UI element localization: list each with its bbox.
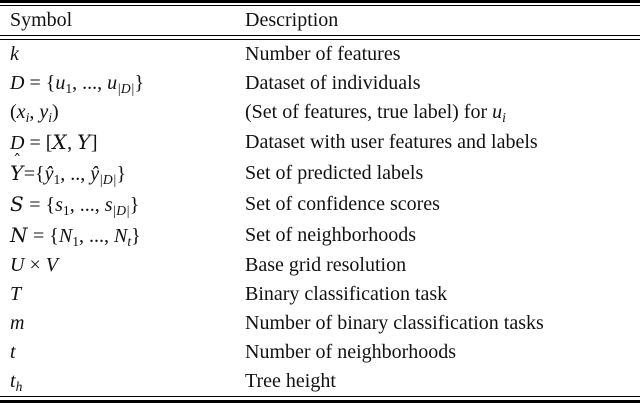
- table-row: m Number of binary classification tasks: [0, 309, 640, 338]
- symbol-cell: m: [10, 312, 25, 334]
- description-cell: Number of binary classification tasks: [245, 312, 544, 334]
- symbol-cell: T: [10, 283, 22, 305]
- table-row: T Binary classification task: [0, 280, 640, 309]
- description-cell: Set of neighborhoods: [245, 224, 417, 246]
- bottom-rule-thin: [0, 396, 640, 397]
- table-header-row: Symbol Description: [0, 7, 640, 34]
- table-row: U × V Base grid resolution: [0, 251, 640, 280]
- symbol-cell: (xi, yi): [10, 101, 59, 126]
- description-cell: Number of features: [245, 43, 401, 65]
- description-cell: Dataset of individuals: [245, 72, 421, 94]
- header-rule-2: [0, 39, 640, 40]
- symbol-cell: D = {u1, ..., u|D|}: [10, 72, 145, 97]
- top-rule-thick: [0, 0, 640, 3]
- column-header-description: Description: [245, 9, 339, 31]
- description-cell: Base grid resolution: [245, 254, 407, 276]
- symbol-cell: D = [X, Y]: [10, 130, 98, 154]
- description-cell: Number of neighborhoods: [245, 341, 457, 363]
- description-cell: Set of confidence scores: [245, 193, 440, 215]
- table-row: th Tree height: [0, 367, 640, 396]
- description-cell: Binary classification task: [245, 283, 448, 305]
- description-cell: Dataset with user features and labels: [245, 131, 538, 153]
- description-cell: Tree height: [245, 370, 336, 392]
- table-row: N = {N1, ..., Nt} Set of neighborhoods: [0, 220, 640, 251]
- symbol-cell: N = {N1, ..., Nt}: [10, 223, 141, 250]
- header-rule-1: [0, 35, 640, 36]
- description-cell: (Set of features, true label) for ui: [245, 101, 506, 126]
- table-row: D = [X, Y] Dataset with user features and…: [0, 127, 640, 158]
- symbol-cell: k: [10, 43, 19, 65]
- bottom-rule-thick: [0, 400, 640, 403]
- symbol-cell: U × V: [10, 254, 58, 276]
- table-row: S = {s1, ..., s|D|} Set of confidence sco…: [0, 189, 640, 220]
- table-row: (xi, yi) (Set of features, true label) fo…: [0, 98, 640, 127]
- top-rule-thin: [0, 5, 640, 6]
- table-row: D = {u1, ..., u|D|} Dataset of individual…: [0, 69, 640, 98]
- description-cell: Set of predicted labels: [245, 162, 424, 184]
- symbol-cell: t: [10, 341, 16, 363]
- table-body: k Number of features D = {u1, ..., u|D|} Da…: [0, 40, 640, 396]
- table-row: t Number of neighborhoods: [0, 338, 640, 367]
- table-row: k Number of features: [0, 40, 640, 69]
- symbol-cell: S = {s1, ..., s|D|}: [10, 192, 140, 219]
- symbol-cell: th: [10, 370, 23, 395]
- column-header-symbol: Symbol: [10, 9, 73, 31]
